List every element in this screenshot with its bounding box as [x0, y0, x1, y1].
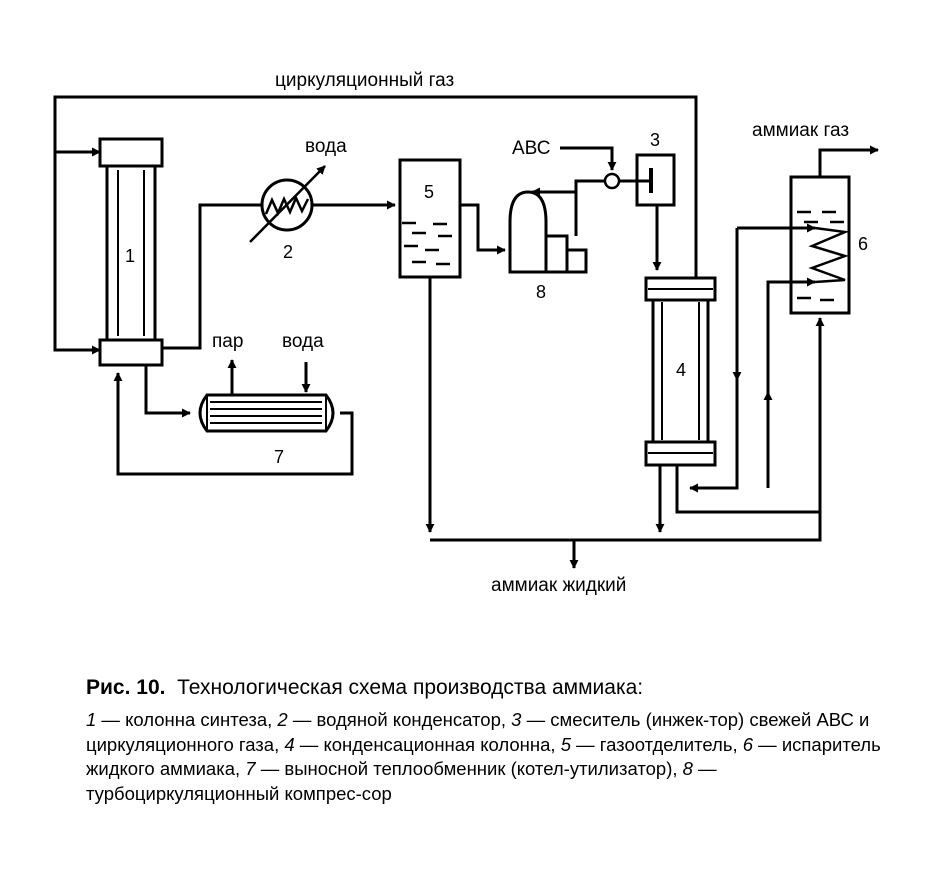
compressor-motor-2 [565, 248, 588, 274]
exchanger-return-line [113, 372, 354, 476]
gas-separator [398, 158, 462, 279]
ammonia-evaporator [789, 175, 851, 315]
synthesis-column-bottom-cap [98, 338, 164, 367]
evaporator-return-line [689, 228, 739, 493]
exchanger-water-label: вода [282, 331, 324, 352]
separator-to-compressor-line [460, 203, 506, 255]
caption-legend: 1 — колонна синтеза, 2 — водяной конденс… [78, 708, 898, 806]
legend-num-1: 1 [86, 709, 97, 730]
figure-number: 10. [136, 676, 166, 699]
abc-feed-line [560, 146, 617, 171]
circ-gas-line [53, 95, 698, 355]
legend-num-6: 6 [742, 733, 754, 755]
legend-text-1: — колонна синтеза, [96, 709, 278, 730]
liquid-ammonia-label: аммиак жидкий [491, 575, 626, 596]
legend-num-5: 5 [560, 733, 571, 755]
unit-4-label: 4 [676, 360, 686, 380]
ammonia-gas-label: аммиак газ [752, 120, 849, 141]
legend-text-2: — водяной конденсатор, [287, 709, 512, 730]
liquid-ammonia-header [430, 505, 822, 542]
turbo-compressor [508, 190, 548, 274]
abc-label: АВС [512, 138, 550, 159]
compressor-motor-1 [544, 234, 569, 274]
condenser-water-arrow [249, 165, 326, 243]
legend-text-6: — испаритель жидкого аммиака, [86, 733, 881, 780]
unit-2-label: 2 [283, 242, 293, 262]
injector-nozzle [603, 172, 621, 190]
legend-num-2: 2 [277, 709, 288, 730]
water-condenser [260, 178, 314, 232]
caption-title: Рис. 10. Технологическая схема производс… [86, 676, 898, 700]
column1-to-exchanger-line [144, 365, 191, 418]
unit-8-label: 8 [536, 282, 546, 302]
ammonia-gas-outlet [818, 145, 879, 177]
steam-label: пар [212, 331, 243, 352]
heat-exchanger [198, 393, 335, 433]
column4-to-evaporator-line [675, 317, 825, 514]
figure-caption: Рис. 10. Технологическая схема производс… [78, 676, 898, 806]
legend-num-7: 7 [245, 758, 256, 779]
circulation-gas-label: циркуляционный газ [275, 70, 454, 91]
unit-6-label: 6 [858, 234, 868, 254]
figure-title: Технологическая схема производства аммиа… [177, 676, 644, 699]
unit-1-label: 1 [125, 246, 135, 266]
legend-num-4: 4 [284, 733, 295, 755]
legend-num-3: 3 [511, 709, 522, 730]
legend-text-4: — конденсационная колонна, [294, 733, 561, 755]
process-flow-diagram: циркуляционный газ вода АВС аммиак газ п… [53, 70, 879, 596]
compressor-outlet-line [574, 179, 604, 236]
legend-text-3: — смеситель (инжек-тор) свежей АВС и цир… [86, 709, 870, 755]
legend-text-8: — турбоциркуляционный компрес-сор [86, 758, 717, 804]
unit-5-label: 5 [424, 182, 434, 202]
legend-num-8: 8 [682, 758, 693, 779]
unit-7-label: 7 [274, 447, 284, 467]
synthesis-column-top-cap [98, 137, 164, 168]
legend-text-5: — газоотделитель, [570, 733, 743, 755]
gas-to-condenser-line [162, 203, 262, 350]
legend-text-7: — выносной теплообменник (котел-утилизат… [255, 758, 683, 779]
unit-3-label: 3 [650, 130, 660, 150]
figure-prefix: Рис. [86, 676, 131, 699]
condenser-water-label: вода [305, 136, 347, 157]
